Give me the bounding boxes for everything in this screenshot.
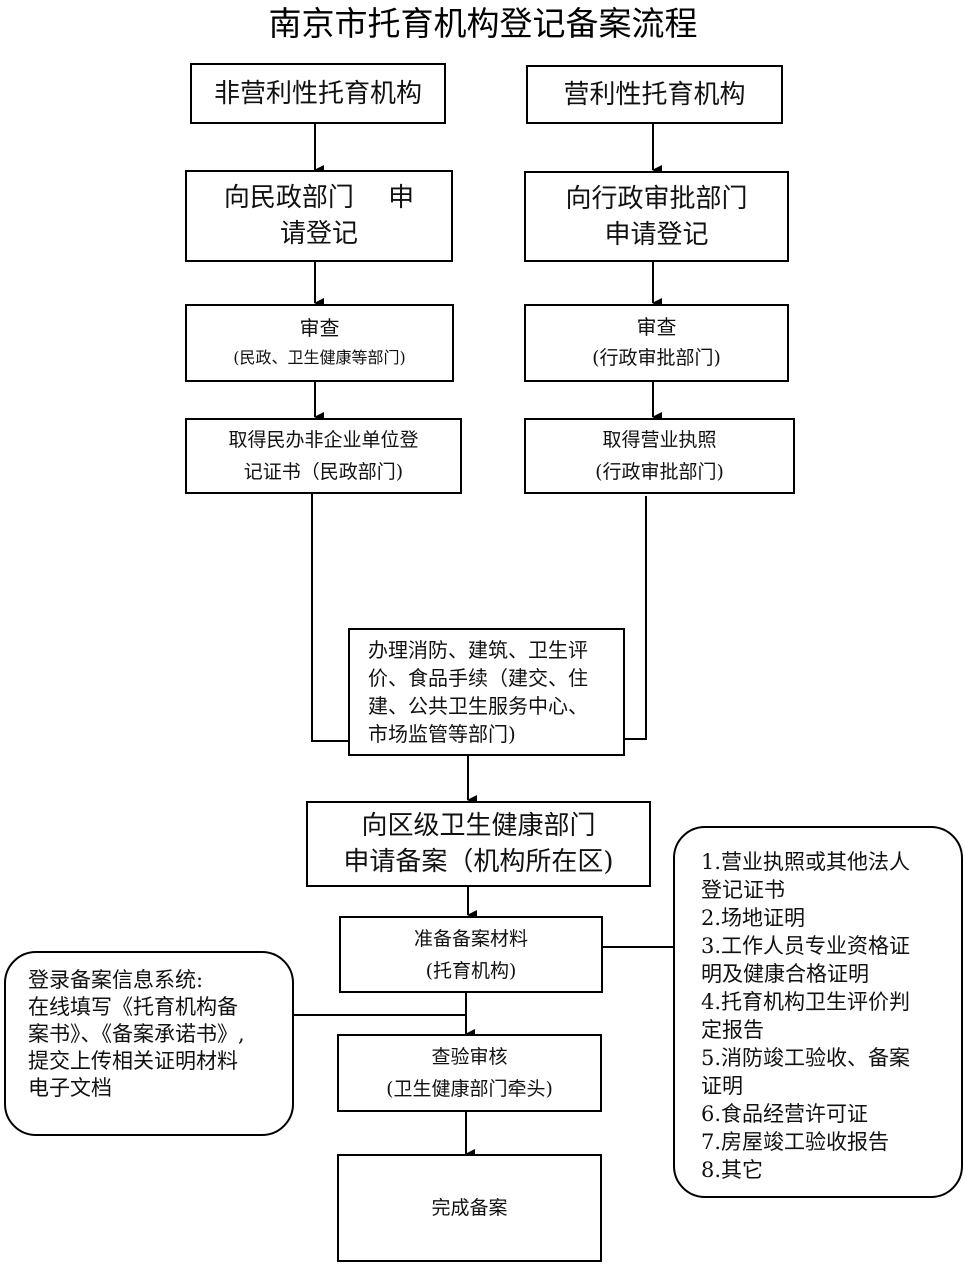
nonprofit-org-label: 非营利性托育机构: [213, 78, 422, 109]
admin-approval-apply-box: 向行政审批部门 申请登记: [524, 171, 789, 262]
online-note-line1: 登录备案信息系统:: [28, 968, 204, 992]
materials-list: 1.营业执照或其他法人 登记证书 2.场地证明 3.工作人员专业资格证 明及健康…: [673, 826, 963, 1198]
online-note-line5: 电子文档: [28, 1076, 112, 1100]
procedures-line2: 价、食品手续（建交、住: [368, 666, 588, 690]
civil-affairs-apply-box: 向民政部门 申 请登记: [185, 170, 453, 262]
business-license-line1: 取得营业执照: [602, 429, 717, 451]
forprofit-org-box: 营利性托育机构: [526, 65, 783, 124]
materials-item: 3.工作人员专业资格证: [701, 934, 911, 958]
admin-approval-apply-line1: 向行政审批部门: [565, 183, 748, 214]
admin-approval-review-dept: (行政审批部门): [592, 347, 721, 369]
inspection-box: 查验审核 (卫生健康部门牵头): [337, 1034, 602, 1112]
filing-apply-box: 向区级卫生健康部门 申请备案（机构所在区): [306, 801, 651, 887]
inspection-subtitle: (卫生健康部门牵头): [386, 1078, 553, 1100]
prepare-materials-title: 准备备案材料: [413, 927, 528, 950]
complete-box: 完成备案: [337, 1154, 602, 1262]
materials-item: 5.消防竣工验收、备案: [701, 1046, 911, 1070]
business-license-line2: (行政审批部门): [595, 461, 724, 483]
materials-item: 定报告: [701, 1018, 764, 1042]
materials-item: 6.食品经营许可证: [701, 1102, 869, 1126]
forprofit-org-label: 营利性托育机构: [563, 79, 746, 110]
prepare-materials-subtitle: (托育机构): [425, 959, 517, 982]
civil-affairs-review-dept: (民政、卫生健康等部门): [233, 348, 406, 367]
filing-apply-line1: 向区级卫生健康部门: [361, 811, 596, 841]
materials-item: 2.场地证明: [701, 906, 806, 930]
procedures-line3: 建、公共卫生服务中心、: [368, 694, 588, 718]
line-left-cert-to-procedures: [311, 494, 349, 742]
admin-approval-review-title: 审查: [636, 315, 677, 339]
nonprofit-org-box: 非营利性托育机构: [190, 63, 446, 124]
online-note-line4: 提交上传相关证明材料: [28, 1049, 238, 1073]
materials-item: 证明: [701, 1074, 743, 1098]
civil-affairs-review-title: 审查: [299, 316, 340, 340]
civil-affairs-apply-line2: 请登记: [279, 219, 358, 249]
prepare-materials-box: 准备备案材料 (托育机构): [339, 916, 603, 993]
online-system-note: 登录备案信息系统: 在线填写《托育机构备 案书》、《备案承诺书》, 提交上传相关…: [4, 951, 294, 1136]
materials-item: 1.营业执照或其他法人: [701, 850, 911, 874]
materials-item: 4.托育机构卫生评价判: [701, 990, 911, 1014]
nonprofit-certificate-line1: 取得民办非企业单位登: [228, 429, 419, 451]
filing-apply-line2: 申请备案（机构所在区): [343, 847, 614, 877]
civil-affairs-apply-line1: 向民政部门 申: [223, 183, 415, 213]
materials-item: 登记证书: [701, 878, 785, 902]
materials-item: 8.其它: [701, 1158, 764, 1182]
procedures-line1: 办理消防、建筑、卫生评: [368, 638, 588, 662]
procedures-box: 办理消防、建筑、卫生评 价、食品手续（建交、住 建、公共卫生服务中心、 市场监管…: [348, 628, 625, 756]
page-title: 南京市托育机构登记备案流程: [268, 4, 698, 43]
online-note-line3: 案书》、《备案承诺书》,: [28, 1022, 245, 1046]
civil-affairs-review-box: 审查 (民政、卫生健康等部门): [185, 304, 454, 382]
procedures-line4: 市场监管等部门): [368, 722, 516, 746]
admin-approval-review-box: 审查 (行政审批部门): [524, 304, 789, 382]
business-license-box: 取得营业执照 (行政审批部门): [524, 418, 795, 494]
complete-label: 完成备案: [431, 1197, 508, 1219]
materials-item: 明及健康合格证明: [701, 962, 869, 986]
admin-approval-apply-line2: 申请登记: [604, 219, 709, 250]
online-note-line2: 在线填写《托育机构备: [28, 995, 238, 1019]
inspection-title: 查验审核: [431, 1046, 508, 1068]
materials-item: 7.房屋竣工验收报告: [701, 1130, 890, 1154]
nonprofit-certificate-box: 取得民办非企业单位登 记证书（民政部门): [185, 418, 462, 494]
nonprofit-certificate-line2: 记证书（民政部门): [243, 461, 404, 483]
line-right-cert-to-procedures: [624, 496, 647, 740]
